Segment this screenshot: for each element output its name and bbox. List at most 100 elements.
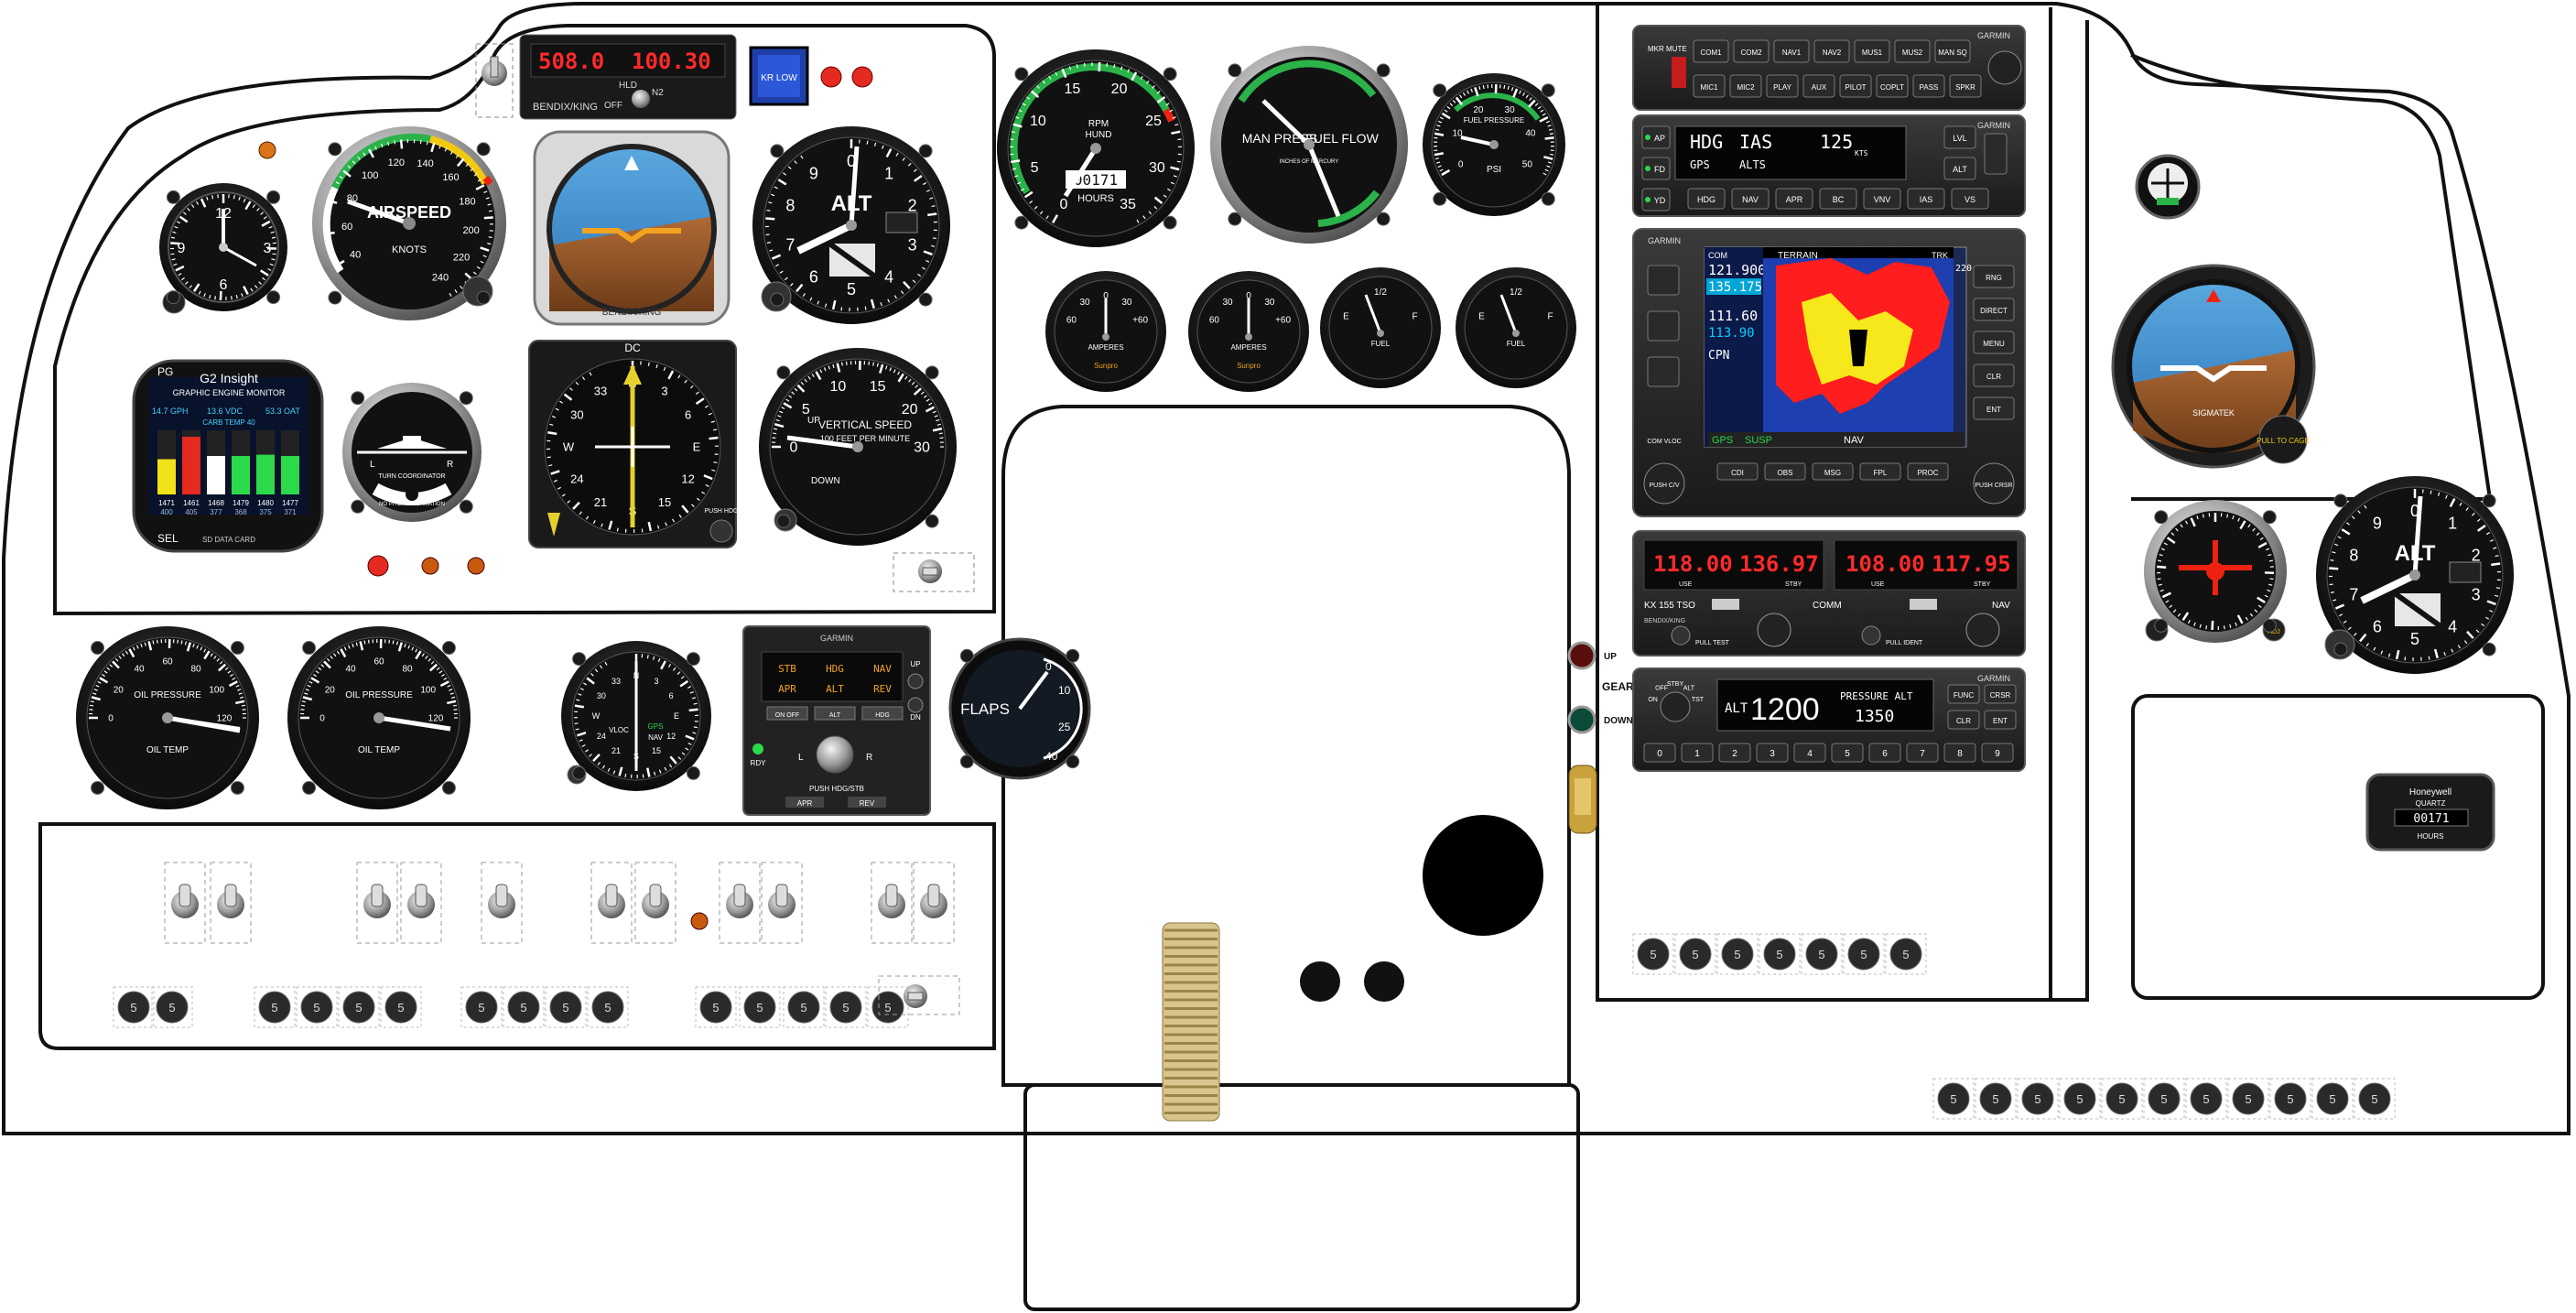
xpdr-function-button[interactable]	[1947, 710, 1980, 730]
nav-flip-button[interactable]	[1910, 599, 1937, 610]
toggle-switch-panel-right[interactable]	[893, 552, 975, 592]
circuit-breaker[interactable]	[2316, 1082, 2349, 1115]
toggle-switch[interactable]	[920, 884, 947, 918]
circuit-breaker[interactable]	[1847, 938, 1880, 971]
circuit-breaker[interactable]	[300, 991, 333, 1024]
autopilot-hdg-knob[interactable]	[816, 735, 854, 774]
comm-volume-knob[interactable]	[1671, 625, 1691, 646]
circuit-breaker[interactable]	[1763, 938, 1796, 971]
circuit-breaker[interactable]	[699, 991, 732, 1024]
gfc-mode-button[interactable]	[1687, 188, 1726, 210]
xpdr-digit-button[interactable]	[1981, 743, 2014, 763]
xpdr-digit-button[interactable]	[1906, 743, 1939, 763]
gfc-mode-button[interactable]	[1907, 188, 1945, 210]
xpdr-digit-button[interactable]	[1831, 743, 1864, 763]
toggle-switch-master[interactable]	[475, 43, 514, 118]
xpdr-digit-button[interactable]	[1643, 743, 1676, 763]
audio-button[interactable]	[1773, 39, 1810, 63]
toggle-switch[interactable]	[768, 884, 796, 918]
circuit-breaker[interactable]	[1889, 938, 1922, 971]
gps-softkey[interactable]	[1812, 462, 1854, 481]
toggle-switch[interactable]	[598, 884, 625, 918]
standby-attitude-cage-knob[interactable]: PULL TO CAGE	[2257, 415, 2310, 464]
gps-softkey[interactable]	[1764, 462, 1806, 481]
audio-button[interactable]	[1802, 74, 1835, 98]
gfc-mode-button[interactable]	[1819, 188, 1857, 210]
gfc-side-button[interactable]	[1641, 125, 1671, 149]
engine-monitor-pg-button[interactable]: PG	[157, 365, 173, 378]
circuit-breaker[interactable]	[342, 991, 375, 1024]
xpdr-digit-button[interactable]	[1793, 743, 1826, 763]
audio-button[interactable]	[1693, 39, 1729, 63]
toggle-switch[interactable]	[488, 884, 515, 918]
circuit-breaker[interactable]	[787, 991, 820, 1024]
toggle-switch-bottom[interactable]	[904, 984, 927, 1008]
audio-button[interactable]	[1766, 74, 1799, 98]
audio-button[interactable]	[1894, 39, 1931, 63]
autopilot-rev-button[interactable]	[848, 797, 886, 808]
circuit-breaker[interactable]	[1637, 938, 1670, 971]
audio-volume-knob[interactable]	[1987, 50, 2022, 85]
toggle-switch[interactable]	[363, 884, 391, 918]
circuit-breaker[interactable]	[2148, 1082, 2181, 1115]
toggle-switch[interactable]	[878, 884, 905, 918]
gfc-mode-button[interactable]	[1863, 188, 1901, 210]
circuit-breaker[interactable]	[465, 991, 498, 1024]
audio-button[interactable]	[1813, 39, 1850, 63]
toggle-switch[interactable]	[171, 884, 199, 918]
gps-left-button[interactable]	[1647, 265, 1680, 296]
autopilot-button[interactable]	[766, 706, 808, 721]
circuit-breaker[interactable]	[743, 991, 776, 1024]
circuit-breaker[interactable]	[117, 991, 150, 1024]
xpdr-digit-button[interactable]	[1756, 743, 1789, 763]
xpdr-digit-button[interactable]	[1718, 743, 1751, 763]
gps-softkey[interactable]	[1716, 462, 1759, 481]
engine-monitor-sel-button[interactable]: SEL	[157, 532, 179, 545]
gps-softkey[interactable]	[1859, 462, 1901, 481]
gfc-right-button[interactable]	[1943, 157, 1976, 180]
gps-right-knob[interactable]	[1973, 462, 2015, 505]
circuit-breaker[interactable]	[1979, 1082, 2012, 1115]
audio-button[interactable]	[1693, 74, 1726, 98]
propeller-knob[interactable]	[1364, 961, 1404, 1002]
audio-button[interactable]	[1839, 74, 1872, 98]
gps-left-knob[interactable]	[1643, 462, 1685, 505]
gps-left-button[interactable]	[1647, 356, 1680, 387]
autopilot-button[interactable]	[814, 706, 856, 721]
hsi-heading-knob[interactable]	[709, 519, 733, 543]
comm-flip-button[interactable]	[1712, 599, 1739, 610]
xpdr-digit-button[interactable]	[1943, 743, 1976, 763]
circuit-breaker[interactable]	[2063, 1082, 2096, 1115]
toggle-switch[interactable]	[407, 884, 435, 918]
audio-button[interactable]	[1912, 74, 1945, 98]
gfc-side-button[interactable]	[1641, 157, 1671, 180]
gfc-mode-button[interactable]	[1731, 188, 1770, 210]
circuit-breaker[interactable]	[2190, 1082, 2223, 1115]
circuit-breaker[interactable]	[2105, 1082, 2138, 1115]
gps-softkey[interactable]	[1907, 462, 1949, 481]
trim-wheel[interactable]	[1162, 922, 1220, 1122]
nav-volume-knob[interactable]	[1861, 625, 1881, 646]
circuit-breaker[interactable]	[591, 991, 624, 1024]
circuit-breaker[interactable]	[1679, 938, 1712, 971]
toggle-switch[interactable]	[642, 884, 669, 918]
gfc-right-button[interactable]	[1943, 125, 1976, 149]
circuit-breaker[interactable]	[2021, 1082, 2054, 1115]
gfc-side-button[interactable]	[1641, 188, 1671, 212]
audio-button[interactable]	[1854, 39, 1890, 63]
annunciator-button[interactable]: KR LOW	[749, 46, 809, 106]
toggle-switch[interactable]	[726, 884, 753, 918]
toggle-switch[interactable]	[217, 884, 244, 918]
gfc-pitch-wheel[interactable]	[1984, 133, 2008, 175]
circuit-breaker[interactable]	[507, 991, 540, 1024]
xpdr-function-button[interactable]	[1984, 684, 2017, 704]
circuit-breaker[interactable]	[2358, 1082, 2391, 1115]
xpdr-digit-button[interactable]	[1868, 743, 1901, 763]
circuit-breaker[interactable]	[2232, 1082, 2265, 1115]
xpdr-function-button[interactable]	[1947, 684, 1980, 704]
gear-handle[interactable]	[1568, 765, 1597, 834]
autopilot-up-button[interactable]	[907, 673, 924, 689]
audio-button[interactable]	[1729, 74, 1762, 98]
circuit-breaker[interactable]	[384, 991, 417, 1024]
audio-button[interactable]	[1876, 74, 1909, 98]
